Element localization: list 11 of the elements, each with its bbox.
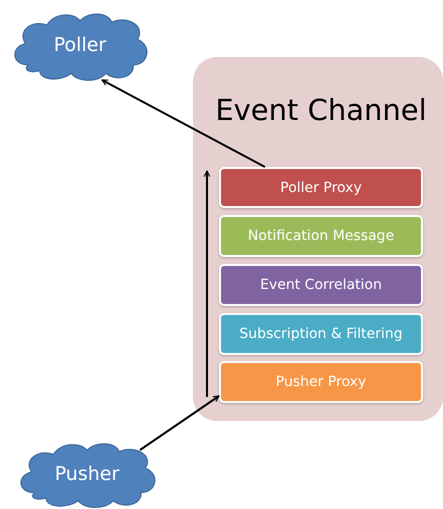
cloud-label: Pusher (54, 462, 120, 484)
arrow (139, 395, 220, 451)
layer-bar: Subscription & Filtering (219, 313, 423, 355)
cloud-label: Poller (54, 34, 106, 56)
panel-title: Event Channel (214, 93, 428, 127)
channel-panel (193, 57, 443, 421)
layer-bar: Event Correlation (219, 264, 423, 306)
layer-bar: Pusher Proxy (219, 361, 423, 403)
arrow (101, 79, 266, 168)
layer-bar: Notification Message (219, 215, 423, 257)
layer-bar: Poller Proxy (219, 167, 423, 208)
